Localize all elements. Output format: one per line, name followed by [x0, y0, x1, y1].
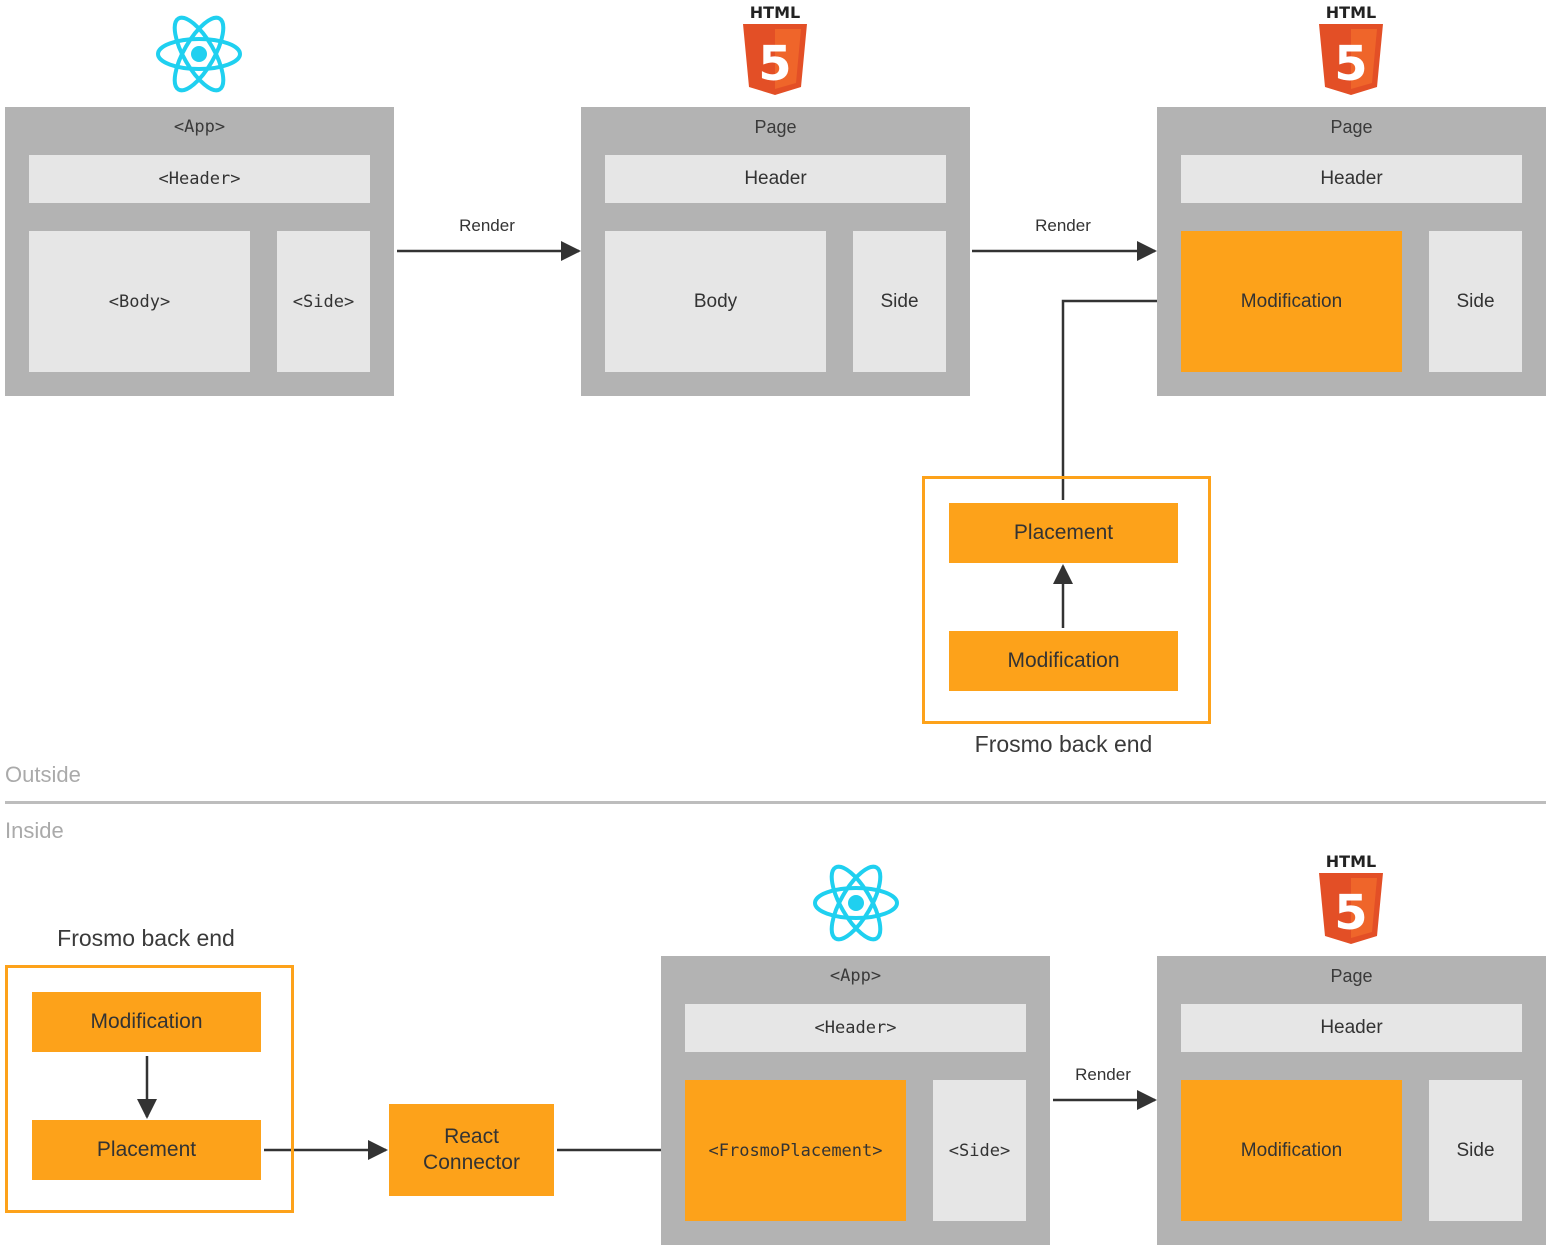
header-cell: Header: [605, 155, 946, 203]
frosmo-backend-box: [5, 965, 294, 1213]
react-connector-line2: Connector: [423, 1151, 520, 1174]
render-label: Render: [459, 216, 515, 235]
page-frame: Page Header Body Side: [581, 107, 970, 396]
page-frame-modified: Page Header Modification Side: [1157, 956, 1546, 1245]
frame-title: Page: [1330, 117, 1373, 137]
svg-text:HTML: HTML: [1326, 852, 1376, 871]
svg-text:5: 5: [758, 36, 791, 92]
side-cell: <Side>: [277, 231, 370, 372]
react-logo-icon: [155, 14, 243, 94]
side-cell: Side: [853, 231, 946, 372]
svg-text:5: 5: [1334, 885, 1367, 941]
header-cell: Header: [1181, 1004, 1522, 1052]
html5-logo-icon: HTML 5: [738, 2, 812, 96]
react-logo-icon: [812, 863, 900, 943]
inside-label: Inside: [5, 818, 64, 843]
render-label: Render: [1075, 1065, 1131, 1084]
side-cell: Side: [1429, 231, 1522, 372]
frosmo-backend-caption: Frosmo back end: [974, 731, 1153, 757]
header-cell: <Header>: [685, 1004, 1026, 1052]
html5-logo-icon: HTML 5: [1314, 851, 1388, 945]
body-cell: Body: [605, 231, 826, 372]
outside-label: Outside: [5, 762, 81, 787]
modification-cell: Modification: [1181, 231, 1402, 372]
react-connector-box: React Connector: [389, 1104, 554, 1196]
render-label: Render: [1035, 216, 1091, 235]
react-connector-line1: React: [444, 1125, 499, 1148]
frame-title: Page: [754, 117, 797, 137]
react-app-frame: <App> <Header> <FrosmoPlacement> <Side>: [661, 956, 1050, 1245]
frame-title: Page: [1330, 966, 1373, 986]
frosmo-backend-caption: Frosmo back end: [57, 925, 235, 951]
svg-text:HTML: HTML: [1326, 3, 1376, 22]
body-cell: <Body>: [29, 231, 250, 372]
modification-box: Modification: [32, 992, 261, 1052]
frame-title: <App>: [173, 117, 226, 137]
svg-text:5: 5: [1334, 36, 1367, 92]
frosmo-placement-cell: <FrosmoPlacement>: [685, 1080, 906, 1221]
placement-box: Placement: [32, 1120, 261, 1180]
zone-divider: [5, 801, 1546, 804]
frosmo-backend-box: [922, 476, 1211, 724]
modification-box: Modification: [949, 631, 1178, 691]
frame-title: <App>: [829, 966, 882, 986]
side-cell: Side: [1429, 1080, 1522, 1221]
side-cell: <Side>: [933, 1080, 1026, 1221]
placement-to-page-arrow: [1061, 291, 1180, 500]
html5-logo-icon: HTML 5: [1314, 2, 1388, 96]
modification-cell: Modification: [1181, 1080, 1402, 1221]
react-app-frame: <App> <Header> <Body> <Side>: [5, 107, 394, 396]
header-cell: Header: [1181, 155, 1522, 203]
placement-box: Placement: [949, 503, 1178, 563]
svg-text:HTML: HTML: [750, 3, 800, 22]
page-frame-modified: Page Header Modification Side: [1157, 107, 1546, 396]
header-cell: <Header>: [29, 155, 370, 203]
